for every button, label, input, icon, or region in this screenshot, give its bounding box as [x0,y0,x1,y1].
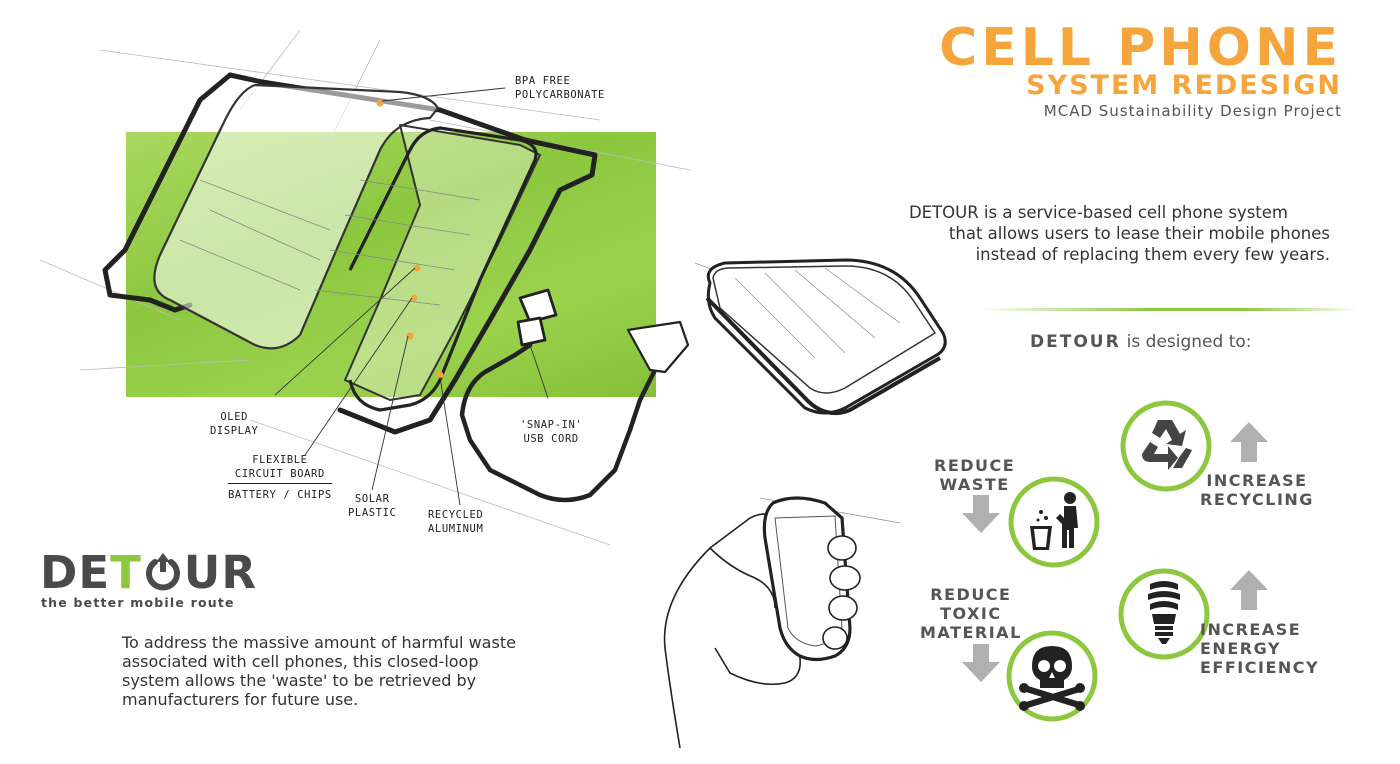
skull-crossbones-icon [1006,630,1098,722]
goal-reduce-toxic: REDUCE TOXIC MATERIAL [920,585,1022,642]
arrow-up-icon [1230,570,1268,610]
label-bpa-polycarbonate: BPA FREE POLYCARBONATE [515,74,605,102]
goal-energy-line3: EFFICIENCY [1200,658,1320,677]
goal-increase-recycling: INCREASE RECYCLING [1200,471,1314,509]
label-solar-line2: PLASTIC [348,507,397,519]
label-solar-line1: SOLAR [354,493,390,505]
label-flexible-circuit: FLEXIBLE CIRCUIT BOARD BATTERY / CHIPS [228,453,332,502]
closing-line-2: associated with cell phones, this closed… [122,652,479,671]
arrow-down-icon [962,495,1000,533]
closing-line-3: system allows the 'waste' to be retrieve… [122,671,477,690]
intro-line-1: DETOUR is a service-based cell phone sys… [908,203,1288,222]
goal-waste-line1: REDUCE [934,456,1016,475]
label-recycled-aluminum: RECYCLED ALUMINUM [428,508,483,536]
intro-line-2: that allows users to lease their mobile … [948,224,1330,243]
goal-increase-energy: INCREASE ENERGY EFFICIENCY [1200,620,1319,677]
logo-part-t: T [110,546,142,599]
assembled-phone-sketch [695,258,947,415]
goal-recycling-line1: INCREASE [1206,471,1308,490]
label-usb-cord: 'SNAP-IN' USB CORD [520,418,582,446]
project-caption: MCAD Sustainability Design Project [1043,102,1342,120]
label-flex-line1: FLEXIBLE [252,454,308,466]
label-oled-line2: DISPLAY [210,425,259,437]
label-usb-line1: 'SNAP-IN' [520,419,583,431]
arrow-up-icon [1230,422,1268,462]
goal-toxic-line2: TOXIC [940,604,1002,623]
label-oled-line1: OLED [220,411,249,423]
logo-part-de: DE [40,546,111,599]
goal-toxic-line3: MATERIAL [920,623,1022,642]
label-solar-plastic: SOLAR PLASTIC [348,492,396,520]
label-aluminum-line1: RECYCLED [428,509,484,521]
intro-line-3: instead of replacing them every few year… [975,245,1330,264]
goal-waste-line2: WASTE [939,475,1010,494]
recycle-icon [1120,400,1212,492]
power-icon [145,553,180,591]
page-subtitle: SYSTEM REDESIGN [1026,70,1342,101]
goal-recycling-line2: RECYCLING [1200,490,1314,509]
intro-paragraph: DETOUR is a service-based cell phone sys… [810,202,1330,265]
goal-energy-line1: INCREASE [1200,620,1302,639]
arrow-down-icon [962,644,1000,682]
energy-bulb-icon [1118,568,1210,660]
goal-energy-line2: ENERGY [1200,639,1281,658]
goal-toxic-line1: REDUCE [930,585,1012,604]
logo-part-ur: UR [183,546,257,599]
label-flex-line2: CIRCUIT BOARD [228,467,332,484]
label-oled-display: OLED DISPLAY [210,410,258,438]
designed-text: is designed to: [1126,332,1252,352]
page-title: CELL PHONE [939,18,1342,78]
label-usb-line2: USB CORD [523,433,579,445]
green-divider [978,308,1358,311]
goal-reduce-waste: REDUCE WASTE [934,456,1015,494]
exploded-phone-sketch [39,29,691,546]
designed-brand: DETOUR [1030,332,1121,352]
label-aluminum-line2: ALUMINUM [428,523,484,535]
closing-paragraph: To address the massive amount of harmful… [122,633,602,709]
trash-bin-icon [1008,476,1100,568]
logo-tagline: the better mobile route [41,595,235,610]
label-battery-chips: BATTERY / CHIPS [228,489,332,501]
closing-line-4: manufacturers for future use. [122,690,359,709]
closing-line-1: To address the massive amount of harmful… [122,633,516,652]
label-bpa-line2: POLYCARBONATE [515,89,605,101]
label-bpa-line1: BPA FREE [515,75,571,87]
hand-holding-phone-sketch [663,496,901,748]
